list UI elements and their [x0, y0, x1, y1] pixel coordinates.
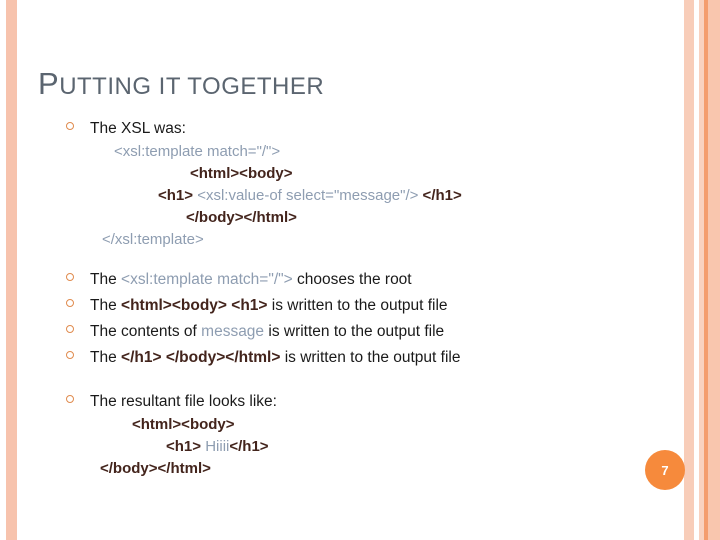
right-edge-stripe-1 [684, 0, 694, 540]
code-line: </body></html> [90, 207, 662, 229]
xsl-code-block: <xsl:template match="/"> <html><body> <h1>… [62, 141, 662, 251]
slide-body: The XSL was: <xsl:template match="/"> <ht… [62, 118, 662, 480]
bullet-circle-icon [66, 395, 74, 403]
list-item: The </h1> </body></html> is written to t… [62, 347, 662, 368]
code-fragment: The [90, 271, 122, 288]
code-fragment: <html><body> [132, 416, 235, 433]
bullet-circle-icon [66, 351, 74, 359]
right-edge-stripe-accent [704, 0, 708, 540]
list-item-label: The <html><body> <h1> is written to the … [90, 297, 448, 314]
code-fragment: <h1> [231, 297, 268, 314]
code-fragment: </body></html> [186, 209, 297, 226]
code-fragment: Hiiii [205, 438, 230, 455]
list-item-label: The </h1> </body></html> is written to t… [90, 349, 460, 366]
code-fragment: chooses the root [292, 271, 412, 288]
code-fragment: <xsl:template match="/"> [121, 271, 293, 288]
list-item: The contents of message is written to th… [62, 321, 662, 342]
code-fragment: message [201, 323, 265, 340]
page-title-rest: UTTING IT TOGETHER [59, 73, 325, 100]
code-line: </xsl:template> [90, 229, 662, 251]
list-item-label: The contents of message is written to th… [90, 323, 444, 340]
code-line: <h1> Hiiii</h1> [90, 436, 662, 458]
code-fragment: </h1> [418, 187, 462, 204]
result-code-block: <html><body> <h1> Hiiii</h1> </body></html… [62, 414, 662, 480]
code-fragment: <xsl:value-of select="message"/> [197, 187, 419, 204]
code-fragment: <xsl:template match="/"> [114, 143, 281, 160]
code-fragment: <h1> [158, 187, 198, 204]
code-line: <html><body> [90, 163, 662, 185]
bullet-circle-icon [66, 122, 74, 130]
code-fragment: </xsl:template> [102, 231, 204, 248]
page-title: PUTTING IT TOGETHER [38, 68, 324, 99]
spacer [62, 373, 662, 391]
code-line: <h1> <xsl:value-of select="message"/> </… [90, 185, 662, 207]
code-fragment: The [90, 297, 122, 314]
list-item: The XSL was: [62, 118, 662, 139]
code-line: </body></html> [90, 458, 662, 480]
list-item-label: The resultant file looks like: [90, 393, 277, 410]
code-fragment: <h1> [166, 438, 206, 455]
page-title-initial: P [38, 66, 60, 101]
bullet-circle-icon [66, 299, 74, 307]
code-fragment: is written to the output file [264, 323, 445, 340]
list-item-label: The XSL was: [90, 120, 186, 137]
page-number-badge: 7 [645, 450, 685, 490]
code-fragment: The contents of [90, 323, 202, 340]
code-fragment: </h1> [229, 438, 269, 455]
code-fragment: </body></html> [165, 349, 281, 366]
code-line: <html><body> [90, 414, 662, 436]
right-edge-stripe-gap [694, 0, 699, 540]
code-fragment: <html><body> [121, 297, 227, 314]
bullet-circle-icon [66, 325, 74, 333]
list-item: The <xsl:template match="/"> chooses the… [62, 269, 662, 290]
right-edge-stripe-2 [699, 0, 704, 540]
list-item: The resultant file looks like: [62, 391, 662, 412]
code-line: <xsl:template match="/"> [90, 141, 662, 163]
code-fragment: </body></html> [100, 460, 211, 477]
list-item-label: The <xsl:template match="/"> chooses the… [90, 271, 412, 288]
code-fragment: is written to the output file [280, 349, 461, 366]
left-edge-stripe [6, 0, 17, 540]
code-fragment: <html><body> [190, 165, 293, 182]
code-fragment: </h1> [121, 349, 162, 366]
list-item: The <html><body> <h1> is written to the … [62, 295, 662, 316]
bullet-circle-icon [66, 273, 74, 281]
code-fragment: is written to the output file [267, 297, 448, 314]
explanation-list: The <xsl:template match="/"> chooses the… [62, 269, 662, 368]
spacer [62, 251, 662, 269]
code-fragment: The [90, 349, 122, 366]
right-edge-stripe-3 [708, 0, 720, 540]
